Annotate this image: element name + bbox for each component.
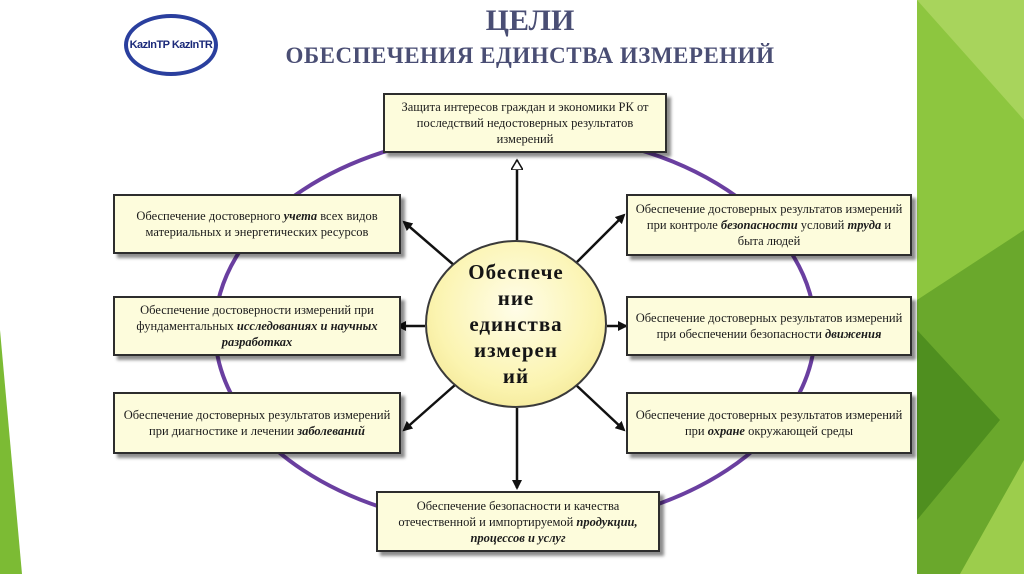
arrow-left1 — [402, 220, 456, 267]
arrow-left3 — [402, 384, 456, 432]
goal-left-1-text: Обеспечение достоверного учета всех видо… — [136, 209, 378, 239]
goal-box-bottom: Обеспечение безопасности и качества отеч… — [376, 491, 660, 552]
goal-box-right-3: Обеспечение достоверных результатов изме… — [626, 392, 912, 454]
logo-text: KazInTP KazInTR — [129, 39, 213, 51]
arrow-right1 — [575, 213, 626, 264]
goal-box-left-2: Обеспечение достоверности измерений при … — [113, 296, 401, 356]
green-decoration-left — [0, 330, 22, 574]
goal-box-right-2: Обеспечение достоверных результатов изме… — [626, 296, 912, 356]
goal-top-text: Защита интересов граждан и экономики РК … — [401, 100, 649, 146]
goal-bottom-text: Обеспечение безопасности и качества отеч… — [398, 498, 638, 545]
goal-box-top: Защита интересов граждан и экономики РК … — [383, 93, 667, 153]
logo-badge: KazInTP KazInTR — [124, 14, 218, 76]
goal-box-left-3: Обеспечение достоверных результатов изме… — [113, 392, 401, 454]
goal-left-2-text: Обеспечение достоверности измерений при … — [136, 303, 378, 349]
goal-box-left-1: Обеспечение достоверного учета всех видо… — [113, 194, 401, 254]
goal-right-1-text: Обеспечение достоверных результатов изме… — [635, 202, 903, 248]
arrow-right3 — [575, 384, 626, 432]
center-concept: Обеспече ние единства измерен ий — [425, 240, 607, 408]
goal-left-3-text: Обеспечение достоверных результатов изме… — [123, 408, 391, 438]
goal-right-2-text: Обеспечение достоверных результатов изме… — [635, 311, 903, 341]
title-line-2: ОБЕСПЕЧЕНИЯ ЕДИНСТВА ИЗМЕРЕНИЙ — [285, 43, 775, 68]
green-decoration-right — [917, 0, 1024, 574]
goal-right-3-text: Обеспечение достоверных результатов изме… — [635, 408, 903, 438]
arrows — [396, 160, 628, 490]
title-line-1: ЦЕЛИ — [485, 4, 575, 37]
goal-box-right-1: Обеспечение достоверных результатов изме… — [626, 194, 912, 256]
